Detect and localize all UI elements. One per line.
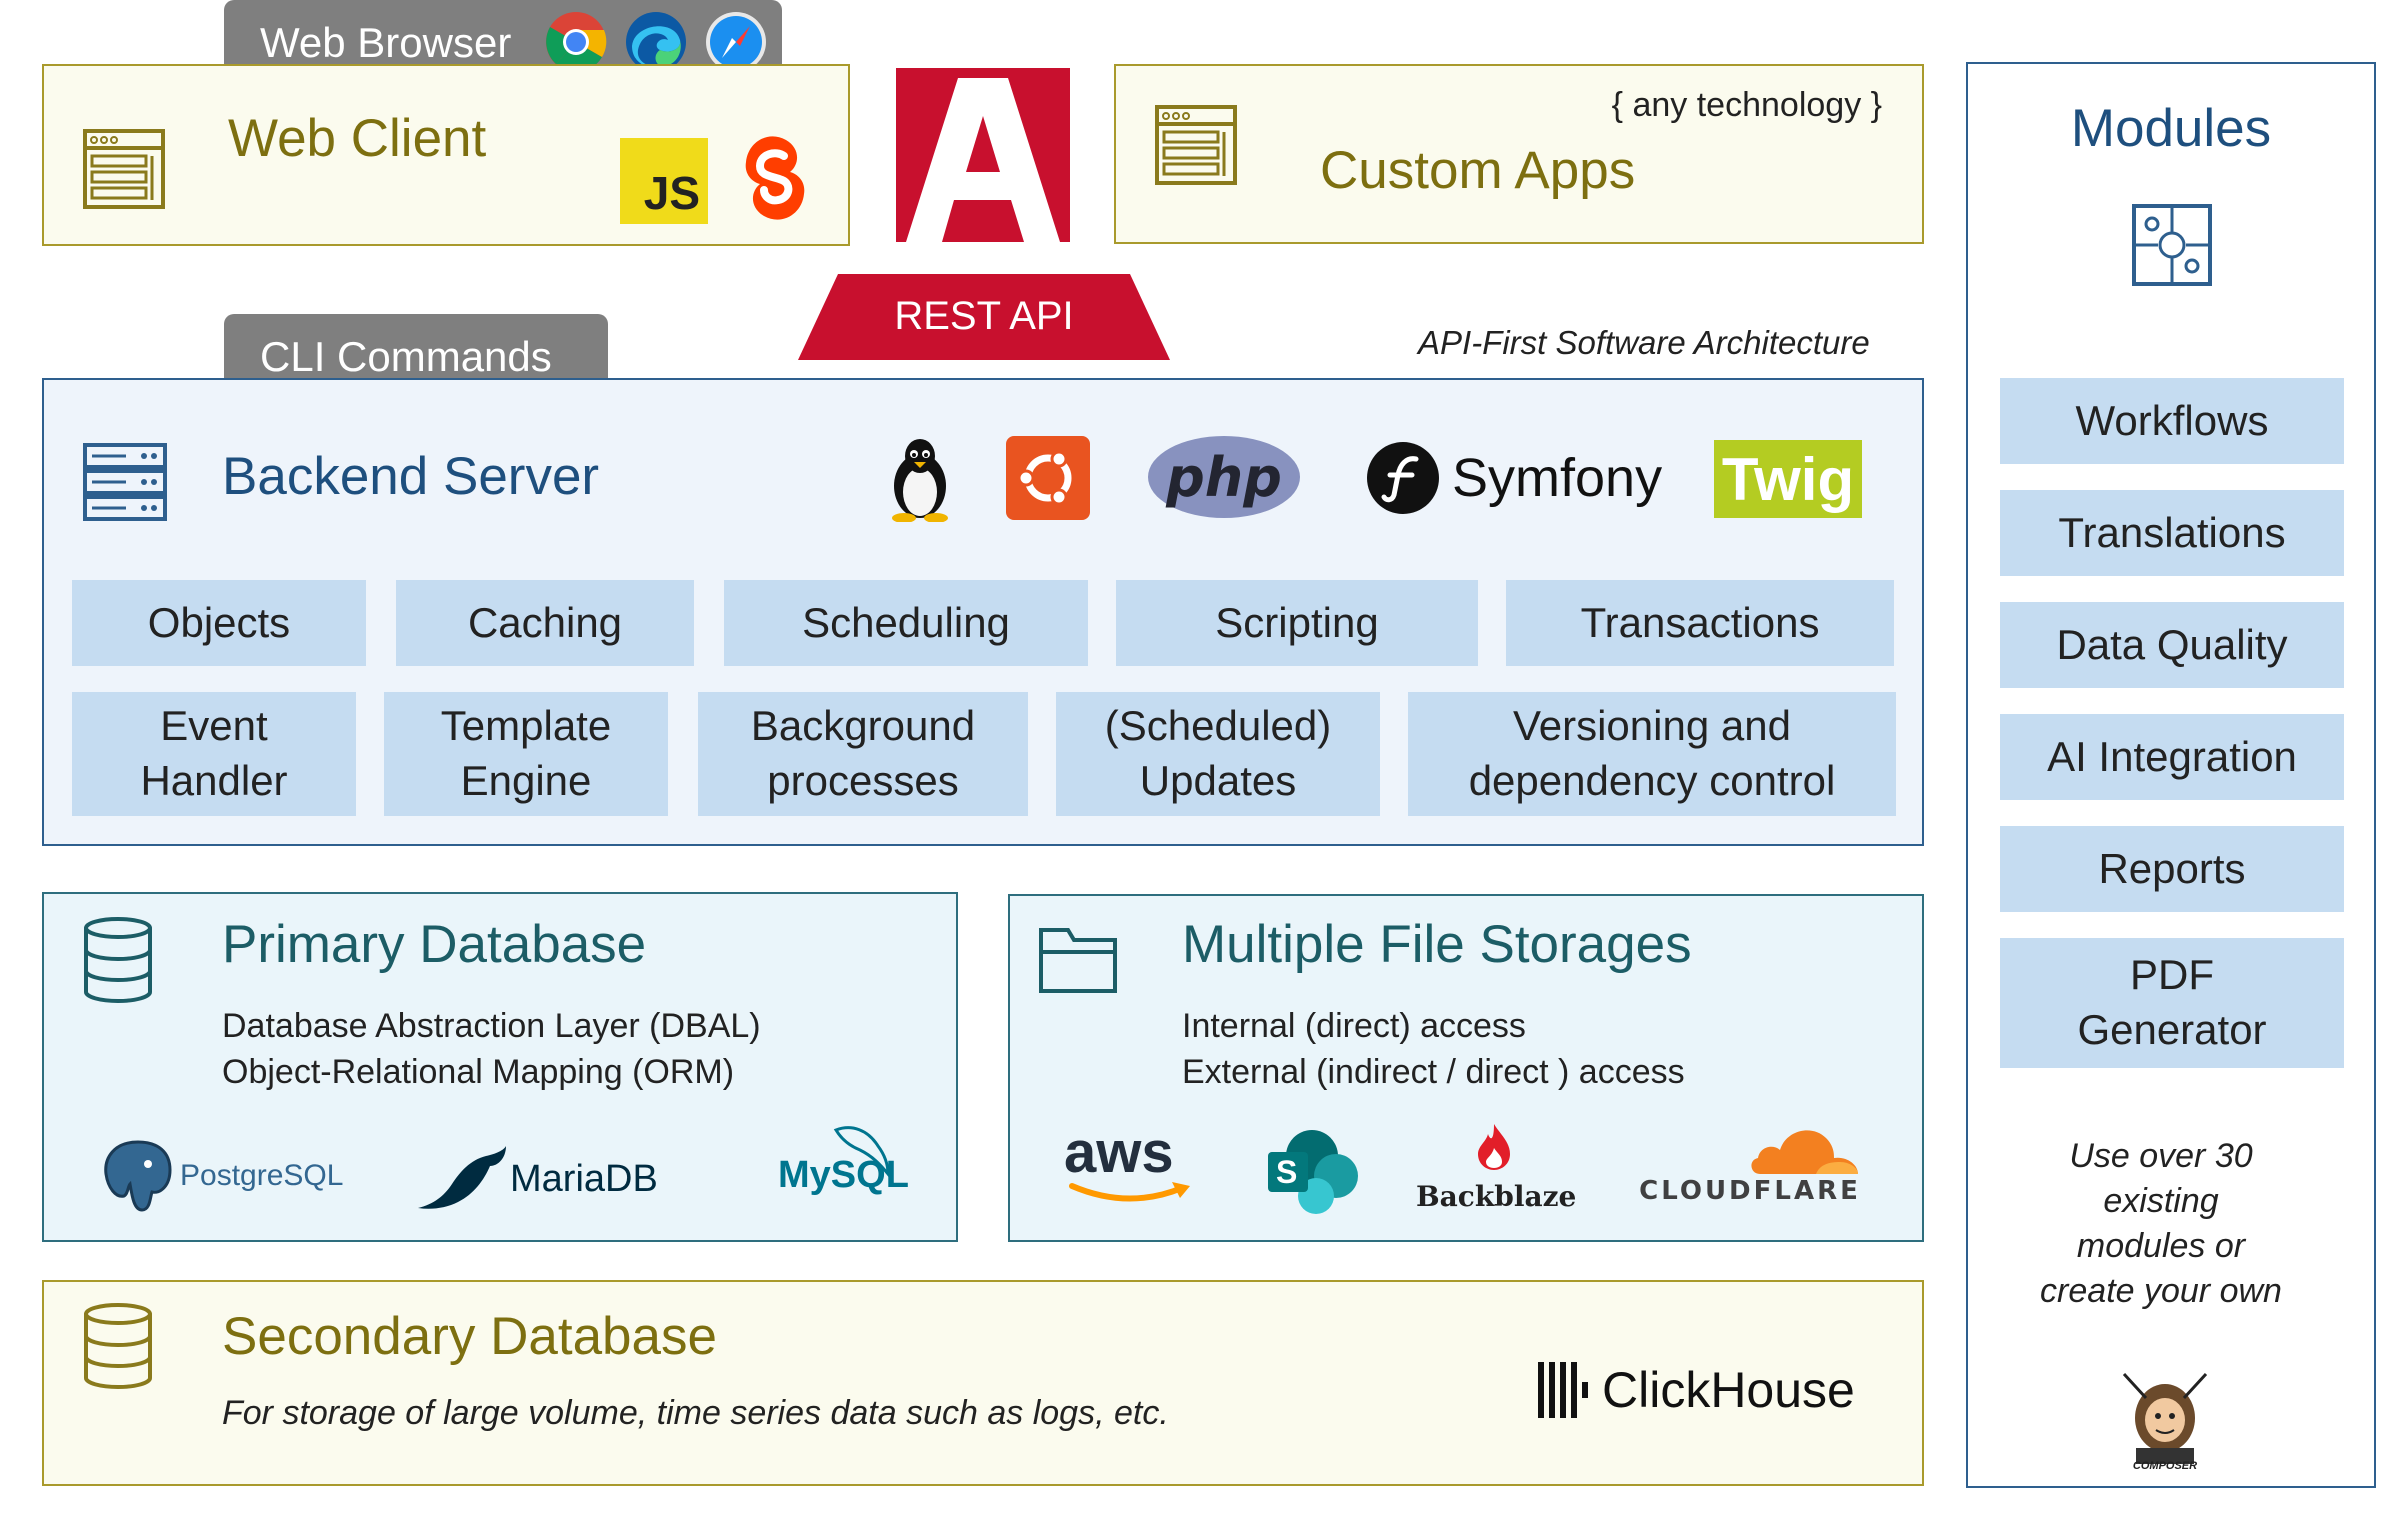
secondary-database-description: For storage of large volume, time series… [222, 1394, 1169, 1432]
platform-logo [896, 68, 1070, 242]
backblaze-flame-icon [1478, 1124, 1510, 1170]
custom-apps-note: { any technology } [1611, 86, 1882, 124]
primary-database-line: Database Abstraction Layer (DBAL) [222, 1007, 761, 1045]
backend-server-panel: Backend Server php Symfony Twig Objects … [42, 378, 1924, 846]
sharepoint-label: S [1276, 1154, 1298, 1190]
module-ai-integration: AI Integration [2000, 714, 2344, 800]
postgresql-icon [104, 1140, 172, 1212]
rest-api-banner: REST API [798, 274, 1170, 360]
composer-icon [2122, 1372, 2208, 1464]
cli-commands-label: CLI Commands [260, 333, 552, 380]
capability-transactions: Transactions [1506, 580, 1894, 666]
secondary-database-panel: Secondary Database For storage of large … [42, 1280, 1924, 1486]
file-storages-line: External (indirect / direct ) access [1182, 1052, 1685, 1091]
cloudflare-cloud-icon [1751, 1130, 1858, 1174]
aws-label: aws [1064, 1120, 1174, 1185]
primary-database-title: Primary Database [222, 915, 647, 974]
secondary-database-title: Secondary Database [222, 1307, 717, 1366]
postgresql-label: PostgreSQL [180, 1159, 344, 1192]
modules-note-line: Use over 30 [2069, 1137, 2253, 1175]
twig-logo: Twig [1714, 440, 1862, 518]
server-icon [83, 443, 167, 521]
javascript-label: JS [643, 167, 700, 219]
custom-apps-title: Custom Apps [1320, 141, 1636, 200]
app-window-icon [1155, 105, 1237, 185]
backblaze-label: Backblaze [1416, 1180, 1577, 1213]
module-reports: Reports [2000, 826, 2344, 912]
modules-title: Modules [2070, 99, 2272, 158]
web-browser-label: Web Browser [260, 19, 512, 66]
aws-smile-icon [1069, 1182, 1190, 1202]
modules-note-line: modules or [2076, 1226, 2246, 1265]
svelte-icon [745, 136, 805, 220]
folder-icon [1039, 928, 1117, 993]
mysql-dolphin-icon [833, 1126, 890, 1179]
aws-logo: aws [1064, 1124, 1194, 1214]
database-icon [84, 1303, 152, 1389]
modules-note: Use over 30 existing modules or create y… [1968, 1134, 2354, 1314]
primary-database-panel: Primary Database Database Abstraction La… [42, 892, 958, 1242]
file-storages-text: Internal (direct) access External (indir… [1182, 1004, 1685, 1096]
module-data-quality: Data Quality [2000, 602, 2344, 688]
capability-template-engine: Template Engine [384, 692, 668, 816]
sharepoint-icon [1268, 1130, 1358, 1214]
architecture-note: API-First Software Architecture [1418, 324, 1870, 361]
postgresql-logo: PostgreSQL [98, 1136, 343, 1216]
linux-icon [892, 439, 948, 522]
web-client-panel: Web Client JS [42, 64, 850, 246]
app-window-icon [83, 129, 165, 209]
mariadb-logo: MariaDB [414, 1144, 658, 1214]
cloudflare-logo: CLOUDFLARE [1630, 1118, 1870, 1218]
php-label: php [1166, 445, 1282, 509]
capability-versioning: Versioning and dependency control [1408, 692, 1896, 816]
primary-database-line: Object-Relational Mapping (ORM) [222, 1052, 735, 1091]
php-logo: php [1148, 436, 1300, 518]
mariadb-label: MariaDB [510, 1157, 658, 1200]
capability-background-processes: Background processes [698, 692, 1028, 816]
edge-icon [626, 12, 686, 72]
capability-scheduled-updates: (Scheduled) Updates [1056, 692, 1380, 816]
file-storages-line: Internal (direct) access [1182, 1007, 1526, 1045]
backend-server-title: Backend Server [222, 447, 600, 506]
module-pdf-generator: PDF Generator [2000, 938, 2344, 1068]
modules-note-line: existing [2103, 1181, 2219, 1220]
composer-label: COMPOSER [2132, 1460, 2198, 1472]
sharepoint-logo: S [1266, 1128, 1362, 1216]
modules-note-line: create your own [2040, 1271, 2282, 1310]
capability-scripting: Scripting [1116, 580, 1478, 666]
capability-objects: Objects [72, 580, 366, 666]
capability-caching: Caching [396, 580, 694, 666]
database-icon [84, 917, 152, 1003]
twig-label: Twig [1721, 445, 1855, 513]
clickhouse-icon [1538, 1362, 1588, 1418]
mariadb-icon [418, 1146, 506, 1209]
mysql-logo: MySQL [778, 1126, 909, 1220]
file-storages-panel: Multiple File Storages Internal (direct)… [1008, 894, 1924, 1242]
clickhouse-logo: ClickHouse [1538, 1360, 1855, 1420]
symfony-icon [1367, 442, 1439, 514]
symfony-logo: Symfony [1366, 440, 1662, 516]
module-workflows: Workflows [2000, 378, 2344, 464]
puzzle-icon [2132, 204, 2212, 286]
javascript-logo: JS [620, 138, 708, 224]
primary-database-text: Database Abstraction Layer (DBAL) Object… [222, 1004, 761, 1096]
clickhouse-label: ClickHouse [1602, 1362, 1855, 1418]
custom-apps-panel: { any technology } Custom Apps [1114, 64, 1924, 244]
safari-icon [706, 12, 766, 72]
rest-api-label: REST API [894, 294, 1074, 338]
modules-panel: Modules Workflows Translations Data Qual… [1966, 62, 2376, 1488]
cloudflare-label: CLOUDFLARE [1639, 1176, 1861, 1206]
file-storages-title: Multiple File Storages [1182, 915, 1692, 974]
module-translations: Translations [2000, 490, 2344, 576]
backblaze-logo: Backblaze [1416, 1122, 1576, 1222]
rest-api-trapezoid [798, 274, 1170, 360]
web-client-title: Web Client [228, 109, 487, 168]
capability-event-handler: Event Handler [72, 692, 356, 816]
symfony-label: Symfony [1452, 448, 1663, 508]
capability-scheduling: Scheduling [724, 580, 1088, 666]
ubuntu-icon [1006, 436, 1090, 520]
